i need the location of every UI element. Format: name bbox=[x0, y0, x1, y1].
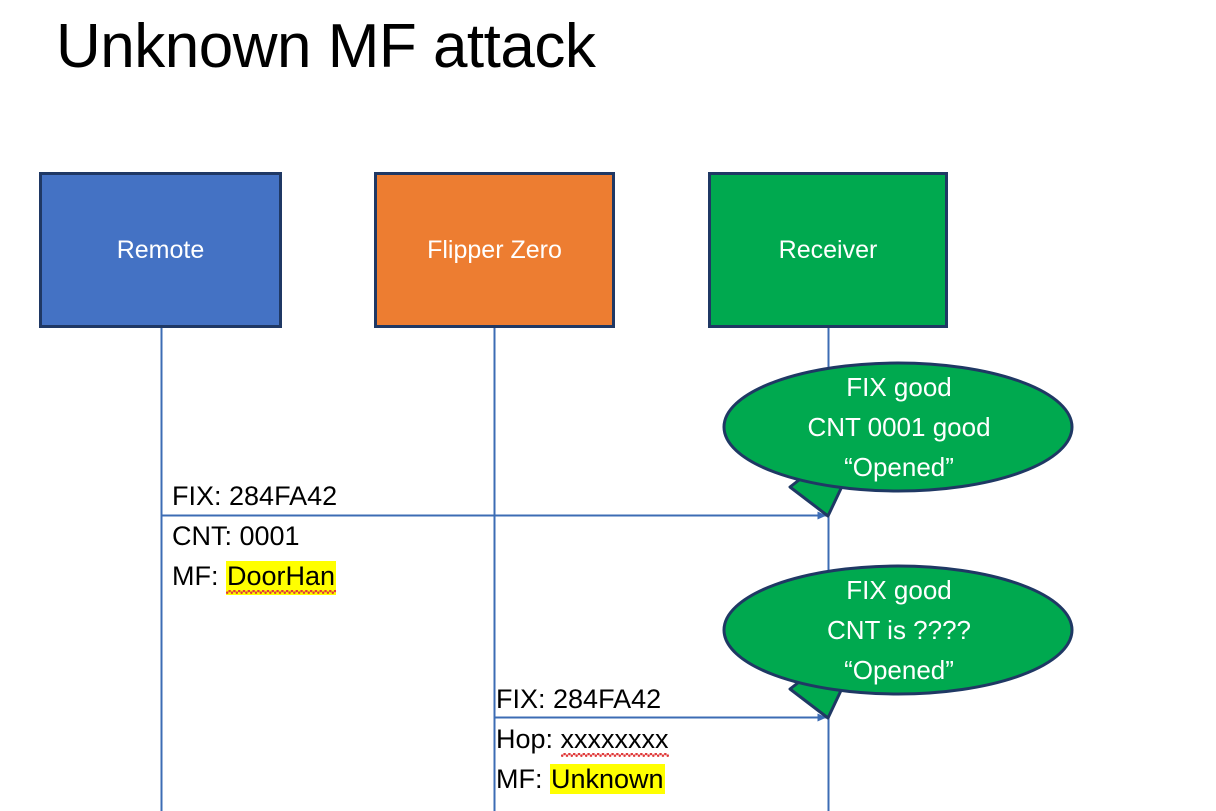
callout-line: FIX good bbox=[846, 575, 952, 605]
callout-first-reception-shape bbox=[722, 361, 1074, 518]
message-line-value-spellchecked: xxxxxxxx bbox=[560, 724, 669, 758]
message-line: MF: DoorHan bbox=[172, 556, 337, 596]
message-line: MF: Unknown bbox=[496, 759, 669, 799]
actor-label-receiver: Receiver bbox=[778, 236, 878, 264]
callout-second-reception-text: FIX good CNT is ???? “Opened” bbox=[725, 570, 1073, 690]
message-line-value-highlighted: Unknown bbox=[550, 764, 665, 794]
message-line: CNT: 0001 bbox=[172, 516, 337, 556]
slide-title: Unknown MF attack bbox=[56, 12, 596, 81]
callout-line: “Opened” bbox=[844, 452, 954, 482]
callout-first-reception-text: FIX good CNT 0001 good “Opened” bbox=[725, 367, 1073, 487]
callout-line: “Opened” bbox=[844, 655, 954, 685]
message-line: FIX: 284FA42 bbox=[172, 476, 337, 516]
message-line-prefix: FIX: bbox=[496, 684, 554, 714]
message-line: FIX: 284FA42 bbox=[496, 679, 669, 719]
callout-line: CNT is ???? bbox=[826, 615, 972, 645]
message-line-prefix: MF: bbox=[496, 764, 550, 794]
message-label-flipper-to-receiver: FIX: 284FA42 Hop: xxxxxxxx MF: Unknown bbox=[496, 679, 669, 799]
message-line-prefix: Hop: bbox=[496, 724, 561, 754]
actor-label-remote: Remote bbox=[116, 236, 205, 264]
message-line-value: 284FA42 bbox=[553, 684, 662, 714]
message-line-value: 0001 bbox=[239, 521, 300, 551]
actor-label-flipper: Flipper Zero bbox=[427, 236, 562, 264]
message-line-value: 284FA42 bbox=[229, 481, 338, 511]
message-line: Hop: xxxxxxxx bbox=[496, 719, 669, 759]
actor-box-receiver[interactable]: Receiver bbox=[708, 172, 948, 328]
callout-line: CNT 0001 good bbox=[807, 412, 991, 442]
message-line-prefix: FIX: bbox=[172, 481, 230, 511]
message-line-prefix: MF: bbox=[172, 561, 226, 591]
callout-second-reception-shape bbox=[722, 564, 1074, 720]
message-label-remote-to-receiver: FIX: 284FA42 CNT: 0001 MF: DoorHan bbox=[172, 476, 337, 596]
actor-box-flipper[interactable]: Flipper Zero bbox=[374, 172, 615, 328]
callout-line: FIX good bbox=[846, 372, 952, 402]
message-line-value-highlighted: DoorHan bbox=[226, 561, 336, 595]
actor-box-remote[interactable]: Remote bbox=[39, 172, 282, 328]
message-line-prefix: CNT: bbox=[172, 521, 240, 551]
